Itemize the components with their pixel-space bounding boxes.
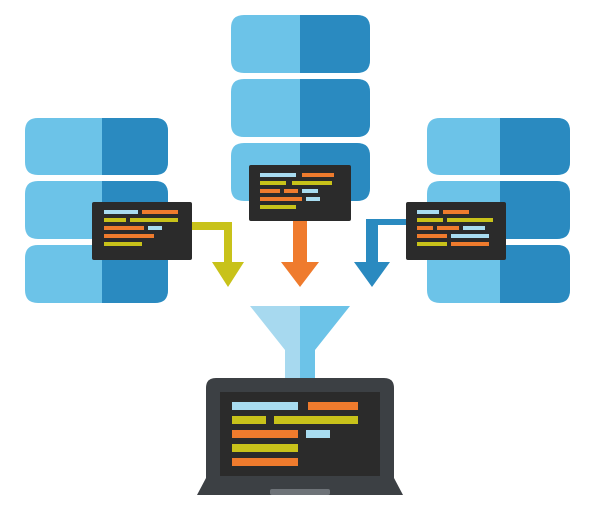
code-line	[417, 218, 443, 222]
code-line	[274, 416, 358, 424]
code-line	[260, 173, 296, 177]
code-window	[249, 165, 351, 221]
code-line	[417, 242, 447, 246]
code-line	[292, 181, 332, 185]
code-line	[260, 205, 296, 209]
code-line	[302, 173, 334, 177]
arrow-left-yellow	[192, 222, 244, 287]
code-line	[417, 210, 439, 214]
code-line	[232, 416, 266, 424]
code-line	[232, 430, 298, 438]
code-line	[142, 210, 178, 214]
code-line	[104, 242, 142, 246]
monitor-code	[232, 402, 358, 466]
database-disk	[231, 79, 370, 137]
code-line	[104, 226, 144, 230]
code-line	[302, 189, 318, 193]
code-line	[260, 197, 302, 201]
code-line	[232, 458, 298, 466]
monitor	[197, 378, 403, 495]
database-disk	[25, 118, 168, 175]
code-line	[447, 218, 493, 222]
arrow-right-blue	[354, 219, 406, 287]
database-disk	[231, 15, 370, 73]
database-disk	[427, 118, 570, 175]
code-line	[443, 210, 469, 214]
code-line	[451, 242, 489, 246]
code-line	[306, 430, 330, 438]
code-line	[417, 234, 447, 238]
code-line	[306, 197, 320, 201]
monitor-base-bar	[270, 489, 330, 495]
code-line	[232, 402, 298, 410]
code-line	[148, 226, 162, 230]
code-line	[308, 402, 358, 410]
code-line	[463, 226, 485, 230]
code-window	[406, 202, 506, 260]
code-window	[92, 202, 192, 260]
code-line	[104, 218, 126, 222]
funnel-icon	[250, 306, 350, 395]
code-line	[130, 218, 178, 222]
code-line	[437, 226, 459, 230]
database-right	[406, 118, 570, 303]
code-line	[232, 444, 298, 452]
arrow-center-orange	[281, 221, 319, 287]
code-line	[260, 181, 286, 185]
code-line	[451, 234, 489, 238]
database-center	[231, 15, 370, 221]
code-line	[284, 189, 298, 193]
database-left	[25, 118, 192, 303]
code-line	[417, 226, 433, 230]
code-line	[260, 189, 280, 193]
code-line	[104, 210, 138, 214]
code-line	[104, 234, 154, 238]
